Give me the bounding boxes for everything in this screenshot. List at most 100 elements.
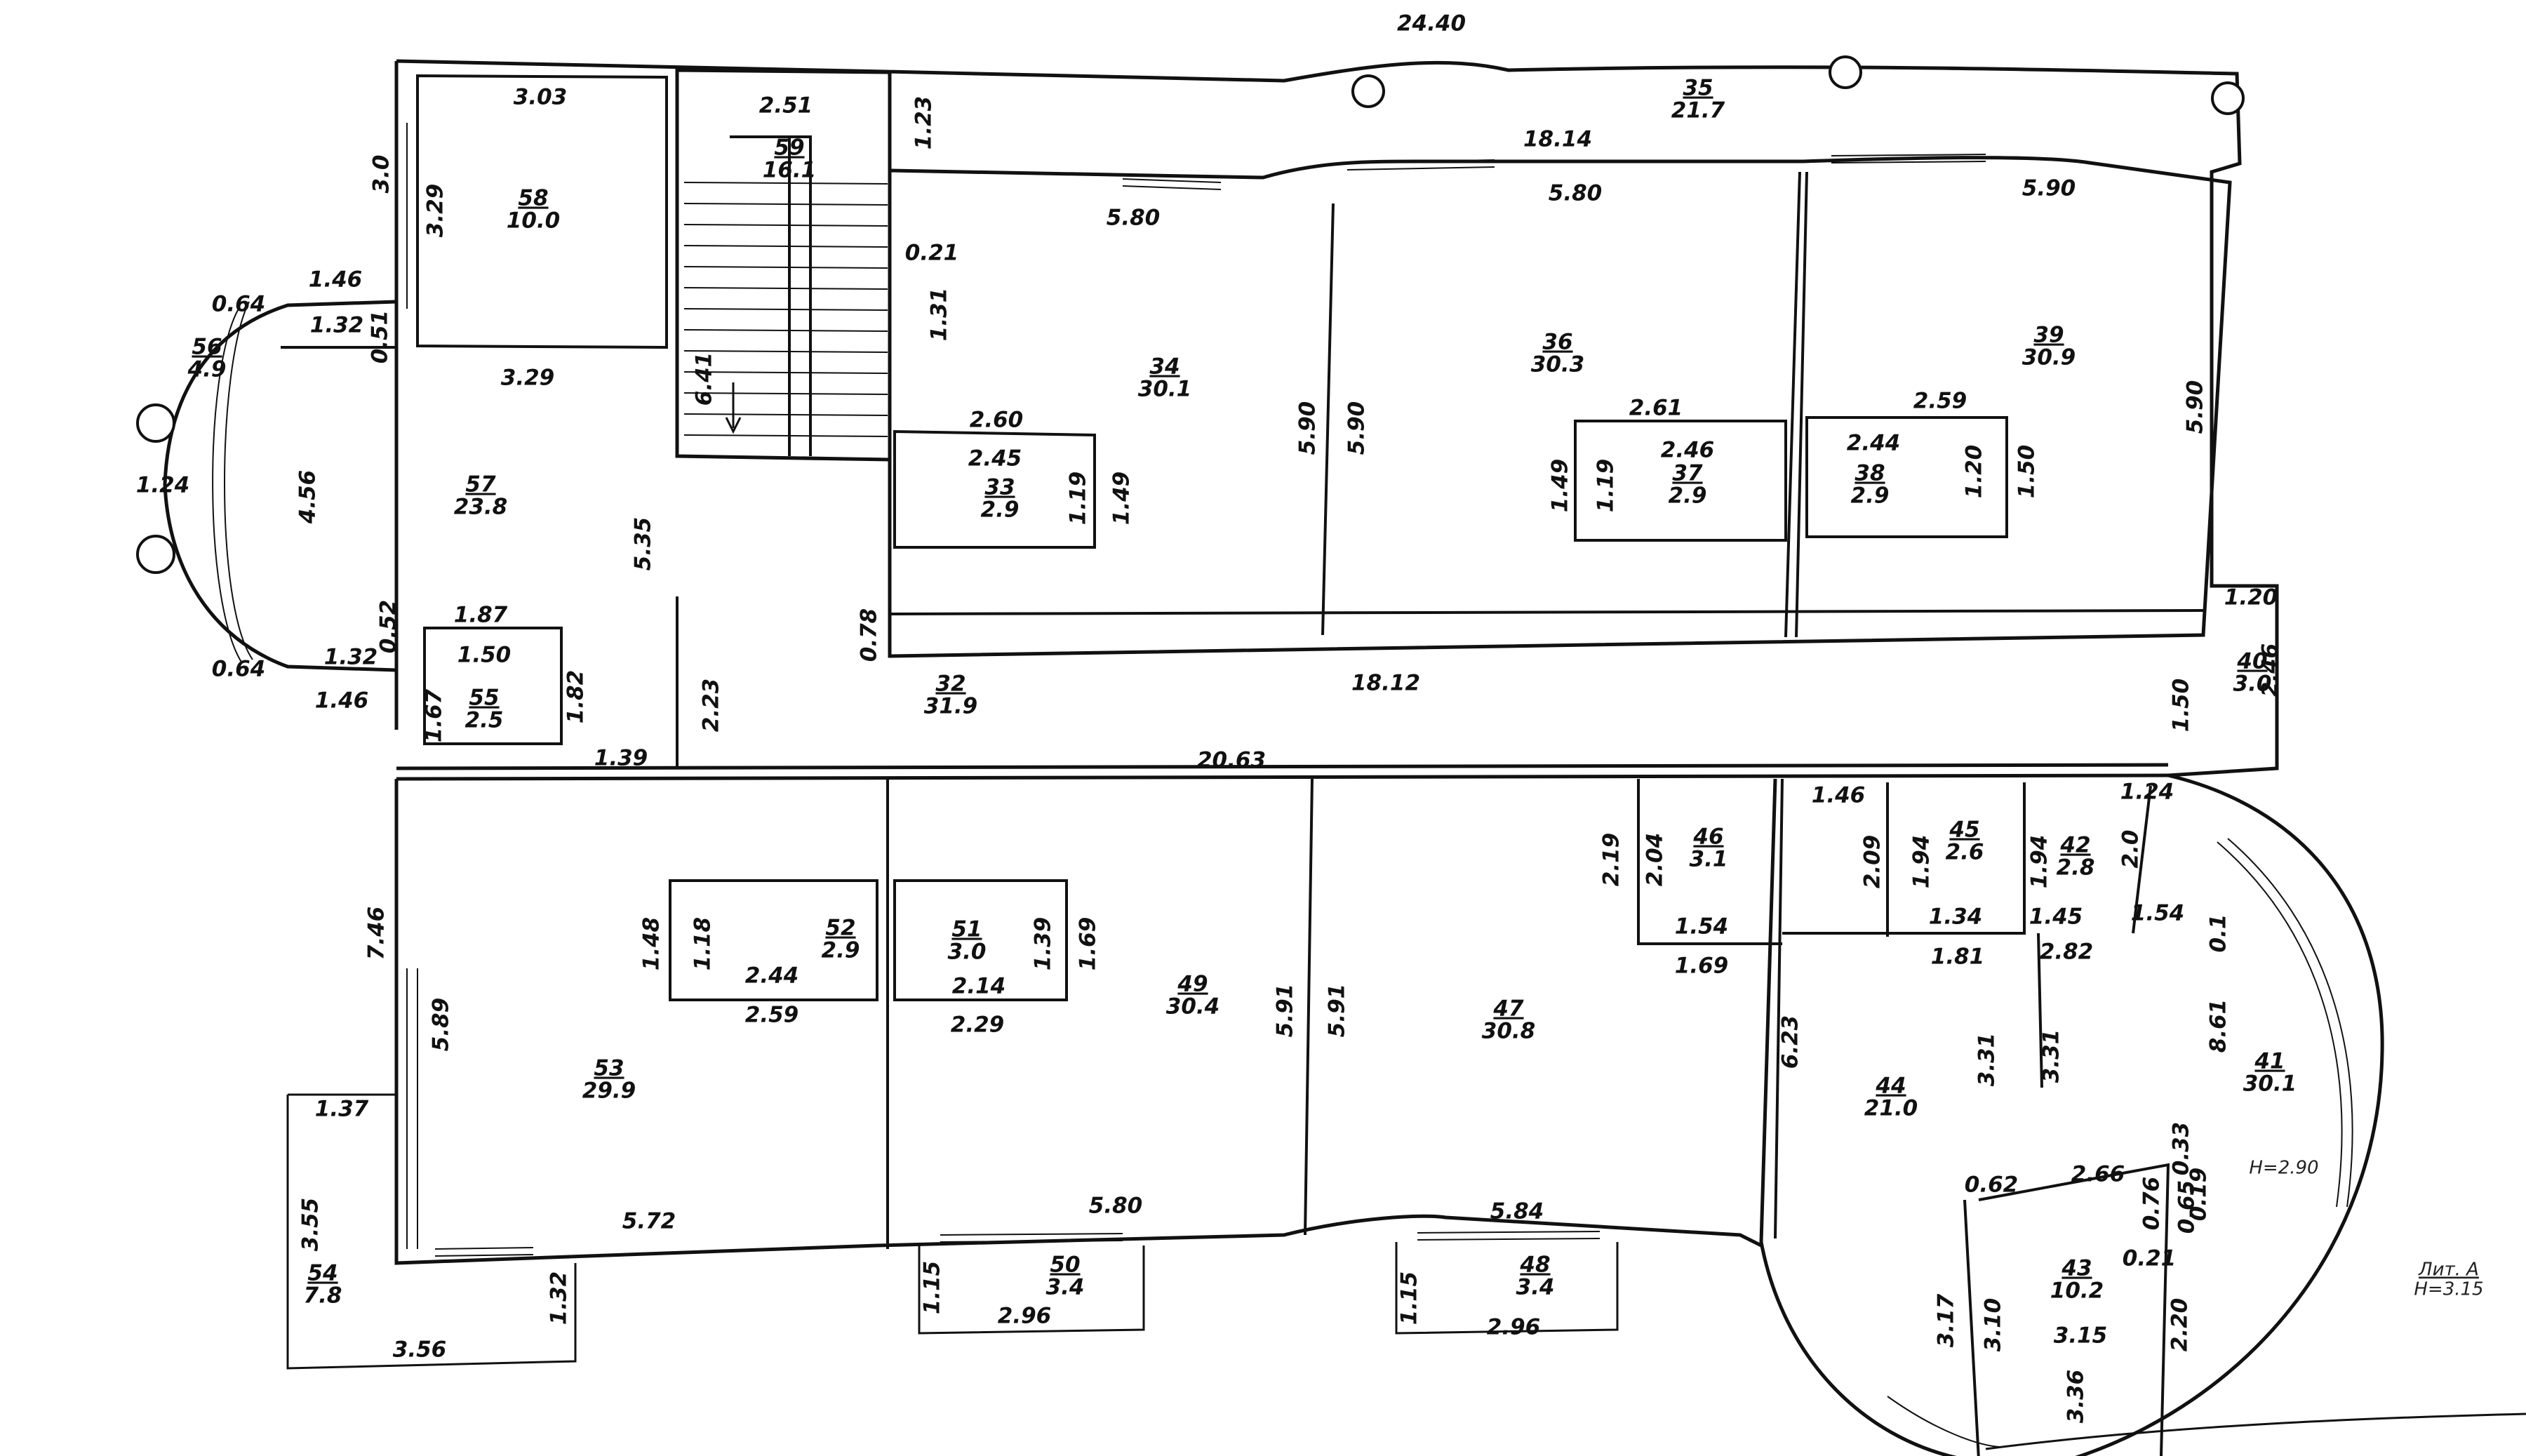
dimension-label: 6.41	[692, 352, 717, 406]
dimension-label: 1.37	[315, 1097, 369, 1122]
dimension-label: 5.90	[2183, 380, 2208, 434]
room-area: 2.9	[1851, 483, 1890, 509]
dimension-label: 5.90	[2022, 176, 2076, 201]
dimension-label: 1.20	[1962, 445, 1987, 499]
dimension-label: 0.64	[212, 657, 266, 682]
dimension-label: 3.03	[514, 85, 568, 110]
dimension-label: 18.14	[1523, 127, 1592, 152]
dimension-label: 0.62	[1965, 1173, 2019, 1198]
dimension-label: 3.15	[2054, 1323, 2108, 1349]
dimension-label: 2.29	[951, 1013, 1005, 1038]
columns	[136, 55, 2245, 574]
room-number: 40	[2236, 649, 2267, 674]
room-number: 35	[1683, 76, 1713, 101]
room-number: 42	[2059, 833, 2090, 858]
dimension-label: 18.12	[1351, 671, 1420, 696]
room-number: 39	[2033, 323, 2064, 348]
dimension-label: 3.36	[2064, 1370, 2089, 1424]
room-area: 4.9	[187, 357, 227, 382]
dimension-label: 3.31	[1974, 1033, 2000, 1087]
windows	[212, 123, 2353, 1448]
dimension-label: 3.0	[369, 155, 394, 194]
room-area: 3.0	[948, 940, 987, 965]
dimension-label: 1.69	[1675, 954, 1729, 979]
dimension-label: 2.04	[1643, 833, 1668, 887]
dimension-label: 5.72	[622, 1209, 676, 1234]
dimension-label: 20.63	[1197, 748, 1266, 773]
room-area: 2.5	[465, 708, 504, 733]
room-labels: 5810.05916.13521.73430.13630.33930.9564.…	[187, 76, 2297, 1309]
dimension-label: 1.24	[136, 473, 190, 498]
dimension-label: 5.80	[1549, 181, 1603, 206]
room-area: 2.9	[981, 497, 1020, 523]
room-number: 41	[2254, 1049, 2285, 1074]
dimension-label: 2.46	[2258, 643, 2283, 697]
dimension-label: 0.51	[368, 310, 393, 364]
room-area: 3.0	[2233, 672, 2272, 697]
dimension-label: 1.19	[1066, 472, 1091, 526]
dimension-label: 2.82	[2040, 940, 2094, 965]
room-area: 21.7	[1671, 98, 1725, 123]
dimension-label: 4.56	[295, 470, 321, 525]
room-area: 2.8	[2057, 855, 2095, 881]
dimension-label: 1.15	[920, 1261, 945, 1315]
dimension-label: 3.10	[1981, 1298, 2006, 1352]
room-area: 2.6	[1946, 840, 1984, 865]
dimension-label: 1.49	[1548, 459, 1573, 513]
dimension-label: 5.80	[1107, 206, 1161, 231]
dimension-label: 5.90	[1295, 401, 1321, 455]
dimension-label: 3.31	[2039, 1029, 2064, 1083]
dimension-label: 1.87	[454, 603, 508, 628]
room-area: 3.4	[1046, 1275, 1085, 1300]
room-number: 52	[825, 916, 855, 941]
room-number: 47	[1492, 996, 1524, 1022]
room-area: 21.0	[1864, 1096, 1918, 1121]
dimension-label: 5.91	[1273, 984, 1298, 1038]
room-number: 49	[1177, 972, 1208, 997]
room-area: 2.9	[822, 938, 860, 963]
dimension-label: 0.78	[857, 608, 882, 662]
dimension-label: 8.61	[2206, 999, 2231, 1053]
dimension-label: 1.69	[1076, 917, 1101, 971]
dimension-label: 2.96	[998, 1304, 1052, 1329]
room-area: 7.8	[304, 1283, 342, 1309]
room-area: 29.9	[582, 1078, 636, 1104]
dimension-label: 5.80	[1089, 1194, 1143, 1219]
dimension-label: 0.1	[2206, 914, 2231, 953]
dimension-label: 1.54	[1675, 914, 1729, 940]
dimension-label: 2.0	[2118, 830, 2144, 869]
room-area: 10.0	[507, 208, 561, 234]
dimension-label: 0.52	[376, 600, 401, 654]
dimension-label: 1.32	[324, 645, 378, 670]
room-number: 36	[1542, 330, 1572, 355]
dimension-label: 1.24	[2120, 780, 2174, 805]
dimension-label: 2.44	[745, 963, 799, 989]
dimension-label: 5.91	[1325, 984, 1350, 1038]
room-number: 55	[469, 686, 499, 711]
dimension-label: 1.50	[2169, 679, 2194, 733]
dimension-label: 1.32	[547, 1271, 572, 1325]
dimension-label: 1.82	[563, 670, 589, 724]
room-number: 32	[935, 672, 965, 697]
dimension-label: 1.50	[457, 643, 512, 668]
dimension-label: 1.46	[309, 267, 363, 293]
room-number: 33	[984, 475, 1015, 500]
room-number: 57	[465, 472, 496, 497]
dimension-label: 3.29	[501, 366, 555, 391]
dimension-label: 0.21	[2123, 1246, 2177, 1271]
room-number: 53	[594, 1056, 624, 1081]
dimension-label: 1.18	[690, 917, 716, 971]
room-number: 43	[2061, 1256, 2092, 1281]
room-number: 59	[774, 135, 804, 161]
overall-dimension: 24.40	[1397, 11, 1466, 36]
lit-label: Лит. А	[2418, 1260, 2479, 1281]
room-number: 38	[1855, 461, 1885, 486]
lit-height: H=3.15	[2414, 1279, 2483, 1300]
room-area: 30.8	[1482, 1019, 1536, 1044]
dimension-label: 2.59	[745, 1003, 799, 1028]
room-number: 58	[518, 186, 548, 211]
dimension-label: 1.34	[1929, 904, 1983, 930]
dimension-label: 0.33	[2169, 1122, 2194, 1176]
